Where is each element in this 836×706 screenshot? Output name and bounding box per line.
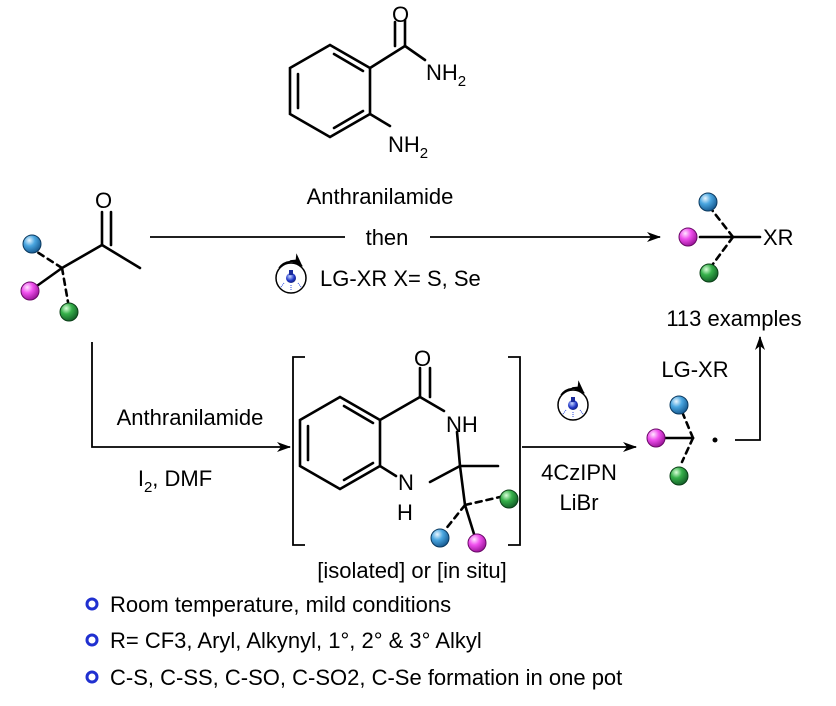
product-structure: [698, 208, 762, 266]
product-green-sphere: [699, 263, 719, 283]
bullet-marker-3: [85, 670, 99, 684]
bullet-item-1: Room temperature, mild conditions: [110, 592, 451, 617]
product-blue-sphere: [698, 192, 718, 212]
anthranilamide-structure: [288, 18, 427, 139]
bullet-item-3: C-S, C-SS, C-SO, C-SO2, C-Se formation i…: [110, 665, 622, 690]
radical-blue-sphere: [669, 395, 689, 415]
product-xr-label: XR: [763, 225, 794, 250]
right-bracket: [508, 356, 521, 546]
product-magenta-sphere: [678, 227, 698, 247]
blue-substituent-sphere: [22, 234, 42, 254]
intermediate-n-label: N: [398, 470, 414, 495]
ketone-oxygen-label: O: [95, 188, 112, 213]
intermediate-nh-label: NH: [446, 412, 478, 437]
radical-dot: [712, 437, 718, 443]
radical-reagent-label: LG-XR: [661, 357, 728, 382]
green-substituent-sphere: [59, 302, 79, 322]
intermediate-green-sphere: [499, 489, 519, 509]
additive-label: LiBr: [559, 490, 598, 515]
radical-structure: [663, 412, 718, 464]
then-label: then: [366, 225, 409, 250]
intermediate-magenta-sphere: [467, 533, 487, 553]
ketone-structure: [32, 210, 142, 304]
light-irradiation-icon: [275, 253, 307, 294]
lower-reagent-bottom: I2, DMF: [138, 466, 212, 496]
carbonyl-oxygen-label: O: [392, 2, 409, 27]
radical-magenta-sphere: [646, 428, 666, 448]
intermediate-h-label: H: [397, 500, 413, 525]
catalyst-label: 4CzIPN: [541, 460, 617, 485]
magenta-substituent-sphere: [20, 281, 40, 301]
photocatalysis-light-icon: [557, 380, 589, 421]
left-bracket: [292, 356, 305, 546]
bullet-marker-1: [85, 597, 99, 611]
dihydroquinazolinone-structure: [298, 366, 502, 536]
intermediate-caption: [isolated] or [in situ]: [317, 558, 507, 583]
bullet-list: Room temperature, mild conditions R= CF3…: [85, 592, 622, 690]
bullet-marker-2: [85, 633, 99, 647]
anthranilamide-name: Anthranilamide: [307, 184, 454, 209]
examples-count: 113 examples: [666, 306, 801, 331]
lower-arrow: [91, 342, 291, 452]
radical-to-product-arrow: [735, 336, 765, 441]
radical-green-sphere: [669, 466, 689, 486]
lower-reagent-top: Anthranilamide: [117, 405, 264, 430]
intermediate-blue-sphere: [430, 528, 450, 548]
bullet-item-2: R= CF3, Aryl, Alkynyl, 1°, 2° & 3° Alkyl: [110, 628, 482, 653]
amine-nh2-label: NH2: [388, 132, 428, 162]
upper-reagent-label: LG-XR X= S, Se: [320, 266, 481, 291]
intermediate-oxygen-label: O: [414, 346, 431, 371]
amide-nh2-label: NH2: [426, 60, 466, 90]
